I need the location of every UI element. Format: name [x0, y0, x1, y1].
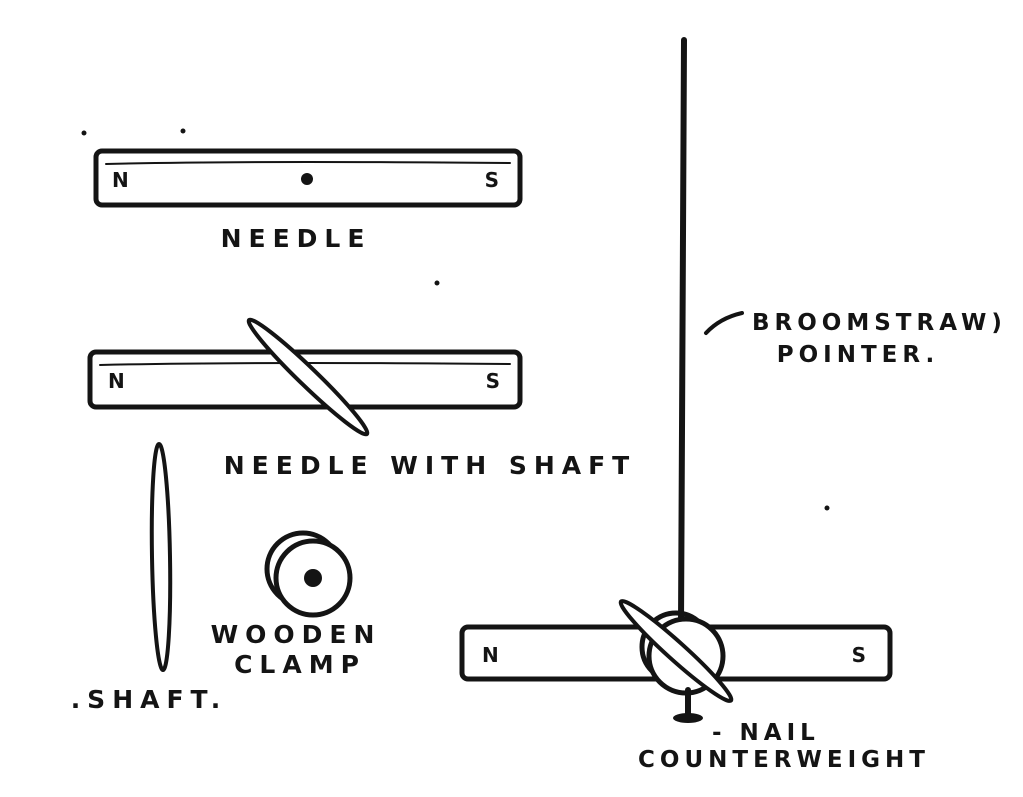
pointer-label-line1: BROOMSTRAW) — [752, 310, 1007, 336]
needle-bar-inner-line — [105, 161, 511, 165]
needle-with-shaft-pole-n: N — [108, 369, 125, 393]
wooden-clamp-caption-line1: WOODEN — [211, 620, 382, 649]
needle-shaft — [246, 317, 370, 437]
needle-pole-s: S — [485, 168, 499, 192]
pointer-leader-line — [704, 311, 744, 335]
ink-speck — [434, 280, 440, 286]
pointer-label-line2: POINTER. — [777, 342, 940, 368]
needle-with-shaft-figure: N S NEEDLE WITH SHAFT — [87, 317, 637, 480]
wooden-clamp-figure: WOODEN CLAMP — [211, 530, 382, 679]
needle-with-shaft-caption: NEEDLE WITH SHAFT — [224, 451, 637, 480]
shaft-piece — [149, 442, 173, 672]
ink-speck — [81, 130, 87, 136]
shaft-figure: .SHAFT. — [71, 442, 228, 714]
assembly-shaft — [618, 599, 734, 703]
assembly-pole-s: S — [852, 643, 866, 667]
needle-caption: NEEDLE — [221, 224, 372, 253]
assembly-pole-n: N — [482, 643, 499, 667]
needle-pivot-dot — [301, 173, 313, 185]
counterweight-label: COUNTERWEIGHT — [638, 747, 930, 773]
ink-speck — [824, 505, 830, 511]
shaft-caption: .SHAFT. — [71, 685, 228, 714]
nail-label: - NAIL — [712, 720, 820, 746]
nail-counterweight-head — [673, 713, 703, 723]
broomstraw-pointer — [678, 37, 687, 627]
wooden-clamp-caption-line2: CLAMP — [234, 650, 366, 679]
assembly-figure: BROOMSTRAW) POINTER. N S - NAIL COUNTERW… — [459, 37, 1007, 773]
wooden-clamp-hole — [304, 569, 322, 587]
needle-pole-n: N — [112, 168, 129, 192]
ink-speck — [180, 128, 186, 134]
needle-with-shaft-pole-s: S — [486, 369, 500, 393]
needle-figure: N S NEEDLE — [93, 148, 523, 253]
